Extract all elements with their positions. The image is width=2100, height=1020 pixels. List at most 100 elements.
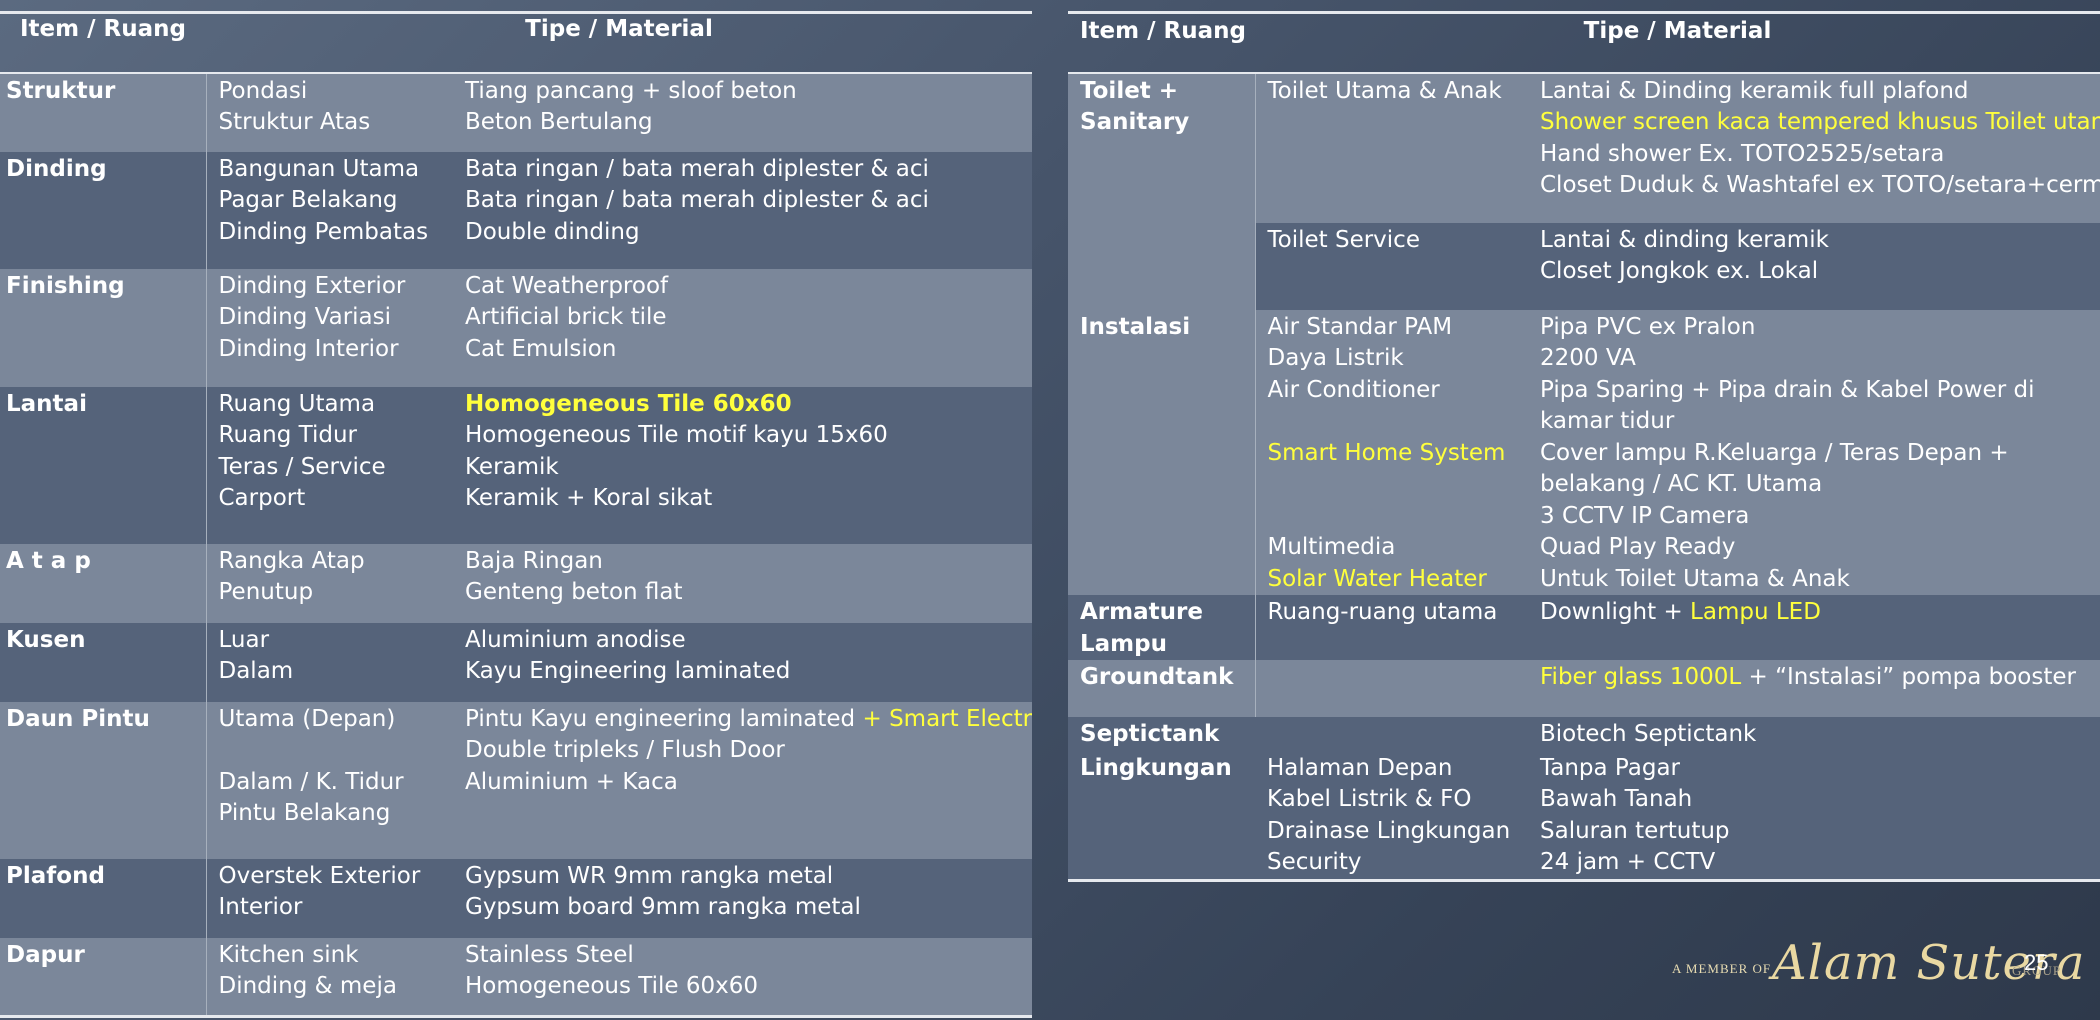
item-label: Air Conditioner — [1267, 376, 1440, 403]
header-tipe-material: Tipe / Material — [525, 16, 713, 42]
table-row: Armature Lampu Ruang-ruang utama Downlig… — [1068, 595, 2100, 660]
type-label: Pipa Sparing + Pipa drain & Kabel Power … — [1540, 376, 2035, 435]
item-label: Daya Listrik — [1267, 345, 1404, 371]
item-label: Dalam / K. Tidur — [218, 768, 404, 795]
type-cell: Pipa PVC ex Pralon 2200 VA Pipa Sparing … — [1534, 310, 2100, 596]
table-row: Toilet Service Lantai & dinding keramik … — [1068, 222, 2100, 310]
type-label: Hand shower Ex. TOTO2525/setara — [1540, 140, 1945, 167]
header-tipe-material: Tipe / Material — [1583, 18, 1772, 44]
type-label: Gypsum board 9mm rangka metal — [465, 894, 861, 920]
category-armature-lampu: Armature Lampu — [1080, 599, 1203, 657]
type-cell: Biotech Septictank — [1534, 717, 2100, 751]
item-label: Interior — [218, 894, 303, 920]
type-label: Double dinding — [465, 218, 640, 245]
item-label: Carport — [218, 485, 306, 511]
type-cell: Bata ringan / bata merah diplester & aci… — [459, 152, 1032, 269]
type-label: Cover lampu R.Keluarga / Teras Depan + b… — [1540, 439, 2009, 498]
type-cell: Pintu Kayu engineering laminated + Smart… — [459, 702, 1032, 859]
table-row: Struktur Pondasi Struktur Atas Tiang pan… — [0, 72, 1032, 152]
item-label: Rangka Atap — [218, 547, 365, 574]
item-cell: Halaman Depan Kabel Listrik & FO Drainas… — [1255, 751, 1534, 881]
type-cell: Homogeneous Tile 60x60 Homogeneous Tile … — [459, 387, 1032, 544]
type-label: Closet Jongkok ex. Lokal — [1540, 258, 1819, 284]
item-cell: Pondasi Struktur Atas — [205, 72, 459, 152]
item-cell — [1254, 660, 1534, 717]
type-label: Downlight + — [1540, 599, 1683, 625]
type-cell: Lantai & dinding keramik Closet Jongkok … — [1534, 223, 2100, 310]
item-label: Pondasi — [218, 77, 308, 104]
type-label-highlight: Fiber glass 1000L — [1540, 664, 1742, 690]
item-label: Kabel Listrik & FO — [1267, 786, 1472, 812]
item-label: Pintu Belakang — [218, 800, 391, 826]
group-text: GROUP — [2012, 963, 2062, 978]
category-plafond: Plafond — [6, 862, 105, 889]
item-label: Air Standar PAM — [1267, 313, 1453, 340]
type-label: Homogeneous Tile motif kayu 15x60 — [465, 422, 888, 448]
type-label: Gypsum WR 9mm rangka metal — [465, 862, 834, 889]
item-label: Dinding Interior — [218, 335, 399, 362]
item-label: Toilet Service — [1267, 226, 1420, 253]
type-label: Saluran tertutup — [1540, 817, 1730, 844]
item-cell: Overstek Exterior Interior — [205, 858, 459, 938]
type-label: Homogeneous Tile 60x60 — [465, 973, 758, 999]
item-label: Luar — [218, 626, 270, 653]
item-label: Dinding Pembatas — [218, 218, 429, 245]
type-label: Tanpa Pagar — [1540, 754, 1680, 781]
table-row: A t a p Rangka Atap Penutup Baja Ringan … — [0, 543, 1032, 623]
type-label-highlight: Shower screen kaca tempered khusus Toile… — [1540, 109, 2100, 135]
type-label: Bawah Tanah — [1540, 786, 1693, 812]
type-cell: Downlight + Lampu LED — [1534, 595, 2100, 660]
item-label: Struktur Atas — [218, 109, 371, 135]
type-label-highlight: + Smart Electronic Lock — [862, 705, 1032, 732]
type-cell: Gypsum WR 9mm rangka metal Gypsum board … — [459, 859, 1032, 938]
table-row: Daun Pintu Utama (Depan) Dalam / K. Tidu… — [0, 701, 1032, 859]
table-row: Kusen Luar Dalam Aluminium anodise Kayu … — [0, 622, 1032, 702]
item-label: Penutup — [218, 579, 314, 605]
item-label: Pagar Belakang — [218, 187, 398, 213]
header-item-ruang: Item / Ruang — [1080, 18, 1246, 44]
item-label: Dinding & meja — [218, 973, 397, 999]
item-cell: Toilet Service — [1254, 222, 1534, 310]
type-label: Tiang pancang + sloof beton — [465, 77, 797, 104]
table-row: Toilet + Sanitary Toilet Utama & Anak La… — [1068, 72, 2100, 310]
item-cell: Ruang-ruang utama — [1254, 595, 1534, 660]
type-label: Cat Emulsion — [465, 335, 617, 362]
type-label: Genteng beton flat — [465, 579, 683, 605]
item-label: Utama (Depan) — [218, 705, 396, 732]
type-cell: Tiang pancang + sloof beton Beton Bertul… — [459, 73, 1032, 152]
type-label: 24 jam + CCTV — [1540, 849, 1716, 875]
brand-name: Alam Sutera — [1772, 935, 2086, 991]
item-label: Ruang Tidur — [218, 422, 357, 448]
item-label-highlight: Smart Home System — [1267, 439, 1506, 466]
item-label: Ruang-ruang utama — [1267, 599, 1498, 625]
type-label: Biotech Septictank — [1540, 721, 1757, 747]
item-cell: Rangka Atap Penutup — [205, 543, 459, 623]
table-row: Lantai Ruang Utama Ruang Tidur Teras / S… — [0, 386, 1032, 544]
category-instalasi: Instalasi — [1080, 313, 1191, 340]
table-row: Finishing Dinding Exterior Dinding Varia… — [0, 268, 1032, 387]
type-label: Beton Bertulang — [465, 109, 653, 135]
type-cell: Stainless Steel Homogeneous Tile 60x60 — [459, 938, 1032, 1017]
item-cell: Bangunan Utama Pagar Belakang Dinding Pe… — [205, 151, 459, 269]
item-cell: Luar Dalam — [205, 622, 459, 702]
type-label: Artificial brick tile — [465, 304, 667, 330]
table-row: Instalasi Air Standar PAM Daya Listrik A… — [1068, 309, 2100, 596]
type-label: Pintu Kayu engineering laminated — [465, 705, 856, 732]
item-cell: Air Standar PAM Daya Listrik Air Conditi… — [1254, 309, 1534, 595]
item-label: Halaman Depan — [1267, 754, 1453, 781]
category-finishing: Finishing — [6, 272, 125, 299]
category-toilet-sanitary: Toilet + Sanitary — [1068, 72, 1255, 310]
type-cell: Baja Ringan Genteng beton flat — [459, 544, 1032, 623]
item-label: Drainase Lingkungan — [1267, 817, 1511, 844]
type-label: Bata ringan / bata merah diplester & aci — [465, 187, 929, 213]
type-label: Pipa PVC ex Pralon — [1540, 313, 1756, 340]
item-label: Security — [1267, 849, 1362, 875]
item-cell: Toilet Utama & Anak — [1254, 72, 1534, 223]
category-lingkungan: Lingkungan — [1080, 754, 1232, 781]
item-label: Toilet Utama & Anak — [1267, 77, 1502, 104]
item-label: Multimedia — [1267, 534, 1396, 560]
type-label: Keramik + Koral sikat — [465, 485, 713, 511]
table-header: Item / Ruang Tipe / Material — [0, 13, 1032, 73]
item-label: Ruang Utama — [218, 390, 376, 417]
item-label: Dalam — [218, 658, 294, 684]
